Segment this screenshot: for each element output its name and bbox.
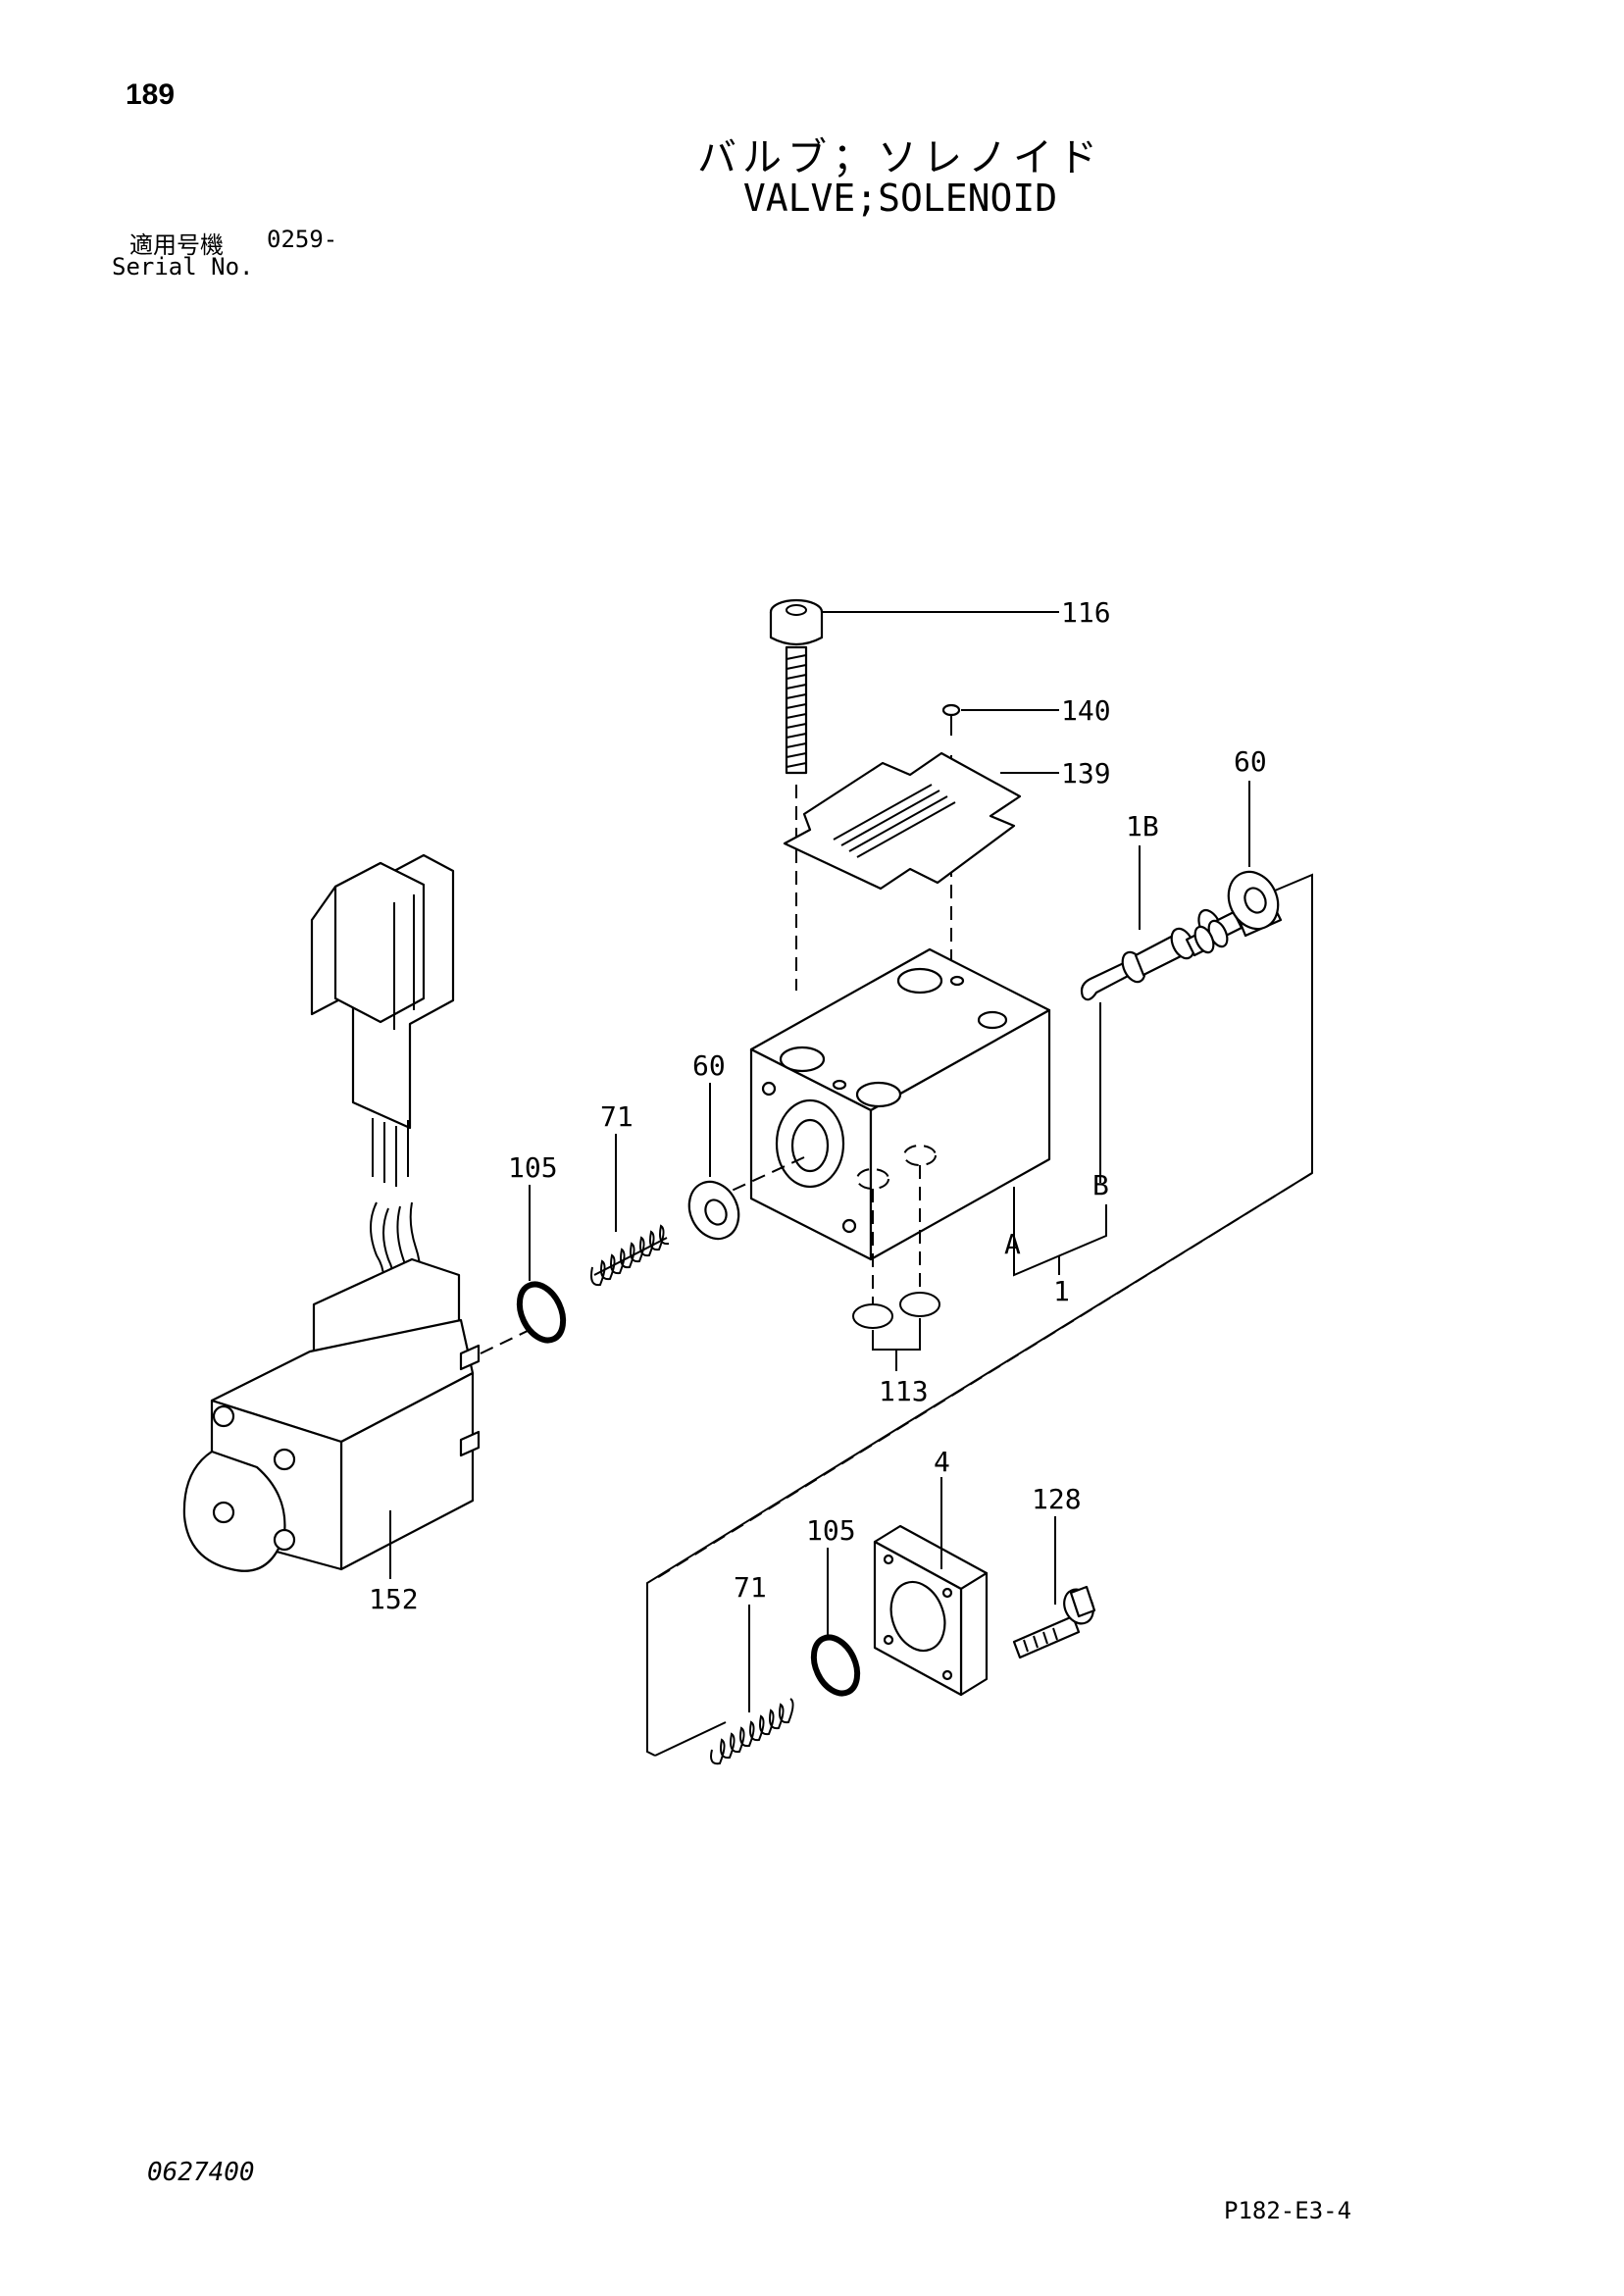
- page-number: 189: [126, 78, 176, 111]
- washer-60-right: [1227, 870, 1280, 931]
- cover-4: [873, 1524, 989, 1697]
- serial-range: 0259-: [267, 226, 338, 253]
- callout-1: 1: [1053, 1275, 1070, 1307]
- callout-a: A: [1004, 1228, 1021, 1260]
- callout-140: 140: [1061, 694, 1111, 727]
- o-ring-105-bottom: [810, 1634, 861, 1697]
- name-plate-139: [783, 751, 1022, 891]
- callout-105-top: 105: [508, 1151, 558, 1184]
- callout-4: 4: [934, 1446, 950, 1478]
- callout-1b: 1B: [1126, 810, 1159, 842]
- callout-128: 128: [1032, 1483, 1082, 1515]
- document-id: 0627400: [147, 2158, 255, 2187]
- spring-71-top: [590, 1224, 670, 1287]
- o-ring-105-top: [516, 1281, 567, 1344]
- callout-113: 113: [879, 1375, 929, 1407]
- electrical-connector: [310, 853, 455, 1292]
- callout-b: B: [1092, 1169, 1109, 1201]
- solenoid-152: [182, 1257, 531, 1572]
- callout-71-top: 71: [600, 1100, 634, 1133]
- callout-105-bottom: 105: [806, 1514, 856, 1547]
- callout-116: 116: [1061, 596, 1111, 629]
- callout-152: 152: [369, 1583, 419, 1615]
- spring-71-bottom: [654, 1698, 794, 1765]
- o-rings-113: [852, 1292, 940, 1371]
- washer-60-left: [687, 1180, 740, 1241]
- serial-label-english: Serial No.: [112, 253, 254, 281]
- callout-71-bottom: 71: [734, 1571, 767, 1604]
- valve-body-1: [731, 947, 1051, 1304]
- callout-60-right: 60: [1234, 745, 1267, 778]
- serial-label-japanese: 適用号機: [129, 231, 224, 259]
- page-title-japanese: バルブ；ソレノイド: [697, 135, 1103, 180]
- page-title-english: VALVE;SOLENOID: [742, 177, 1058, 220]
- callout-60-left: 60: [692, 1049, 726, 1082]
- bolt-128: [1012, 1585, 1096, 1659]
- callout-139: 139: [1061, 757, 1111, 790]
- figure-code: P182-E3-4: [1224, 2197, 1352, 2224]
- cap-screw-116: [769, 598, 824, 991]
